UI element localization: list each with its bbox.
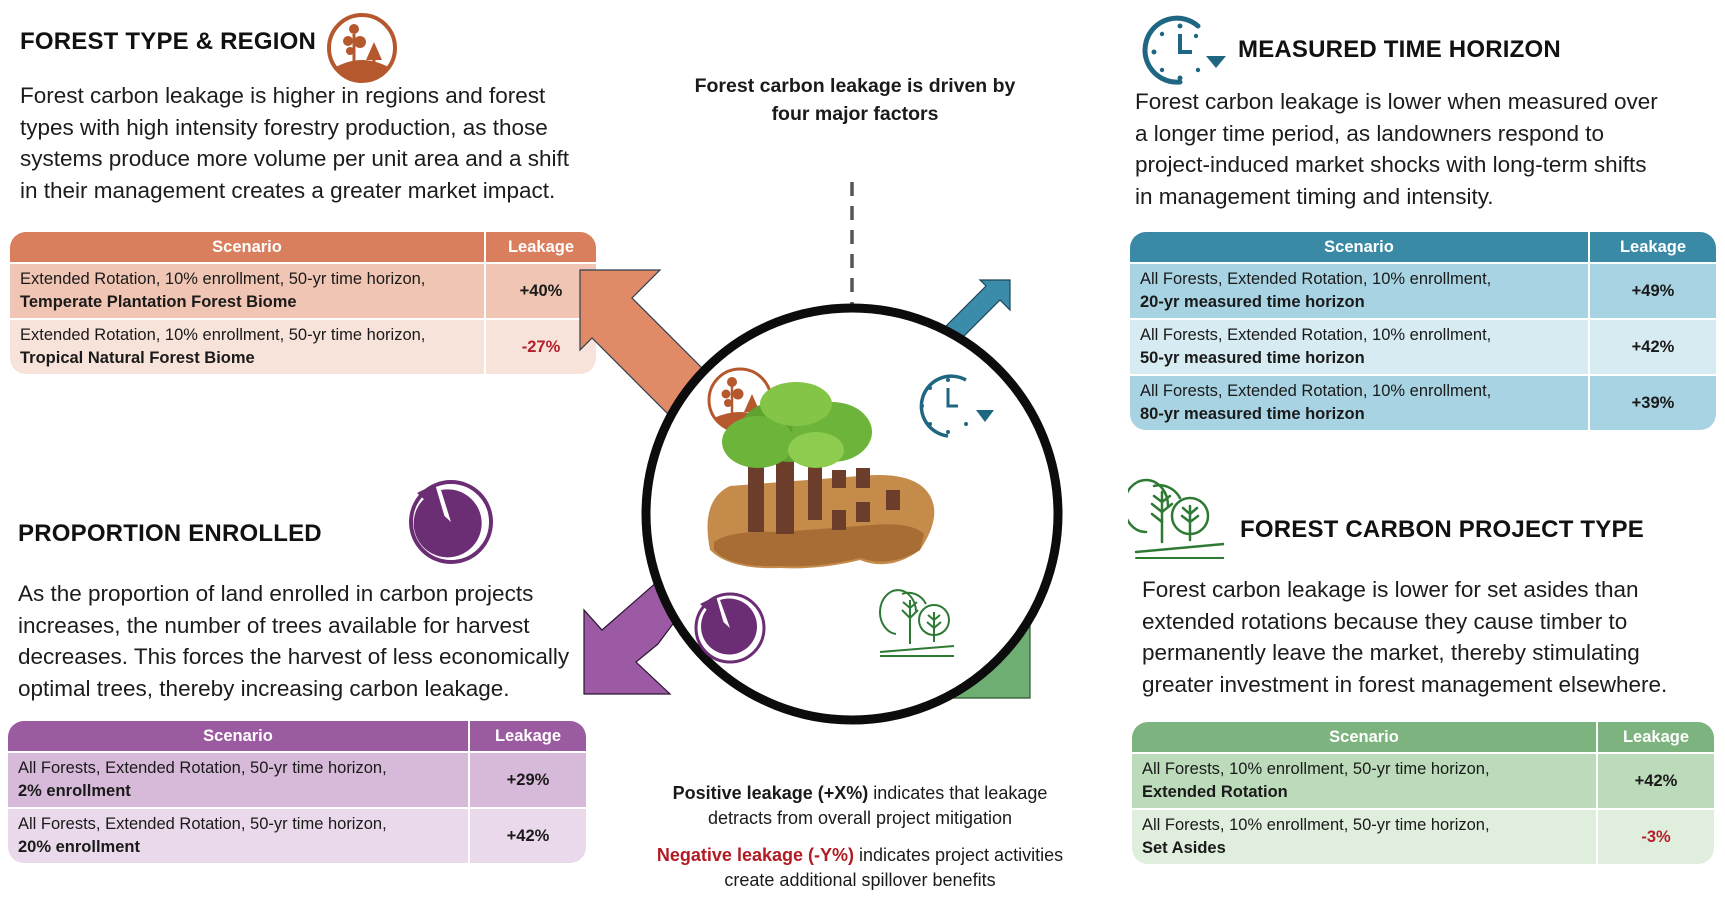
col-scenario: Scenario	[8, 721, 470, 751]
scenario-text: All Forests, 10% enrollment, 50-yr time …	[1142, 816, 1490, 834]
time-horizon-description: Forest carbon leakage is lower when meas…	[1135, 86, 1658, 212]
table-row: All Forests, Extended Rotation, 50-yr ti…	[8, 807, 586, 863]
desc-line: increases, the number of trees available…	[18, 612, 530, 638]
leakage-value: -27%	[521, 337, 561, 356]
project-type-description: Forest carbon leakage is lower for set a…	[1142, 574, 1667, 700]
trees-icon-small	[879, 589, 955, 657]
col-leakage: Leakage	[507, 238, 575, 256]
center-title-line: Forest carbon leakage is driven by	[694, 75, 1016, 97]
table-row: All Forests, Extended Rotation, 50-yr ti…	[8, 751, 586, 807]
desc-line: types with high intensity forestry produ…	[20, 114, 548, 140]
proportion-heading: PROPORTION ENROLLED	[18, 520, 322, 547]
table-row: All Forests, 10% enrollment, 50-yr time …	[1132, 808, 1714, 864]
scenario-variable: Extended Rotation	[1142, 783, 1288, 801]
scenario-variable: 20% enrollment	[18, 838, 140, 856]
col-scenario: Scenario	[1130, 232, 1590, 262]
desc-line: permanently leave the market, thereby st…	[1142, 640, 1640, 665]
table-header: Scenario Leakage	[10, 232, 596, 262]
center-diagram	[579, 182, 1063, 725]
negative-leakage-label: Negative leakage (-Y%)	[656, 845, 854, 865]
desc-line: Forest carbon leakage is lower when meas…	[1135, 89, 1658, 114]
leakage-value: +42%	[1631, 337, 1675, 356]
col-leakage: Leakage	[1619, 238, 1687, 256]
leakage-value: +42%	[1634, 771, 1678, 790]
desc-line: in management timing and intensity.	[1135, 183, 1494, 209]
project-type-table: Scenario Leakage All Forests, 10% enroll…	[1132, 722, 1714, 864]
leakage-value: +49%	[1631, 281, 1675, 300]
time-horizon-heading: MEASURED TIME HORIZON	[1238, 36, 1561, 63]
desc-line: in their management creates a greater ma…	[20, 177, 556, 203]
scenario-text: All Forests, 10% enrollment, 50-yr time …	[1142, 760, 1490, 778]
table-row: All Forests, Extended Rotation, 10% enro…	[1130, 262, 1716, 318]
scenario-variable: 80-yr measured time horizon	[1140, 405, 1365, 423]
positive-leakage-label: Positive leakage (+X%)	[672, 783, 869, 803]
col-scenario: Scenario	[1132, 722, 1598, 752]
scenario-text: All Forests, Extended Rotation, 50-yr ti…	[18, 759, 387, 777]
col-scenario: Scenario	[10, 232, 486, 262]
negative-leakage-text: indicates project activities	[853, 845, 1064, 865]
project-type-heading: FOREST CARBON PROJECT TYPE	[1240, 516, 1644, 543]
scenario-text: All Forests, Extended Rotation, 10% enro…	[1140, 326, 1492, 344]
table-row: All Forests, Extended Rotation, 10% enro…	[1130, 318, 1716, 374]
desc-line: greater investment in forest management …	[1142, 671, 1668, 697]
center-title-line: four major factors	[771, 103, 939, 125]
scenario-variable: 50-yr measured time horizon	[1140, 349, 1365, 367]
leakage-value: +39%	[1631, 393, 1675, 412]
leakage-value: +42%	[506, 826, 550, 845]
center-title: Forest carbon leakage is driven by four …	[640, 72, 1070, 128]
desc-line: Forest carbon leakage is higher in regio…	[20, 83, 546, 108]
time-horizon-table: Scenario Leakage All Forests, Extended R…	[1130, 232, 1716, 430]
pie-chart-icon-small	[694, 592, 766, 664]
pie-chart-icon	[409, 480, 493, 564]
table-row: All Forests, Extended Rotation, 10% enro…	[1130, 374, 1716, 430]
desc-line: project-induced market shocks with long-…	[1135, 152, 1647, 177]
scenario-text: Extended Rotation, 10% enrollment, 50-yr…	[20, 270, 426, 288]
scenario-text: Extended Rotation, 10% enrollment, 50-yr…	[20, 326, 426, 344]
forest-region-icon	[327, 13, 397, 83]
clock-icon	[1142, 15, 1226, 85]
table-header: Scenario Leakage	[1130, 232, 1716, 262]
forest-type-description: Forest carbon leakage is higher in regio…	[20, 80, 569, 206]
leakage-value: -3%	[1641, 827, 1671, 846]
forest-type-heading: FOREST TYPE & REGION	[20, 28, 317, 55]
forest-type-table: Scenario Leakage Extended Rotation, 10% …	[10, 232, 596, 374]
leakage-value: +40%	[519, 281, 563, 300]
positive-leakage-text-line2: detracts from overall project mitigation	[707, 808, 1013, 828]
desc-line: optimal trees, thereby increasing carbon…	[18, 675, 510, 701]
deforestation-illustration	[707, 382, 935, 569]
negative-leakage-text-line2: create additional spillover benefits	[724, 870, 996, 890]
scenario-variable: Tropical Natural Forest Biome	[20, 349, 255, 367]
scenario-variable: 20-yr measured time horizon	[1140, 293, 1365, 311]
positive-leakage-text: indicates that leakage	[868, 783, 1048, 803]
scenario-variable: 2% enrollment	[18, 782, 131, 800]
col-leakage: Leakage	[494, 727, 562, 745]
desc-line: extended rotations because they cause ti…	[1142, 608, 1628, 634]
table-header: Scenario Leakage	[8, 721, 586, 751]
desc-line: a longer time period, as landowners resp…	[1135, 120, 1605, 146]
table-row: Extended Rotation, 10% enrollment, 50-yr…	[10, 262, 596, 318]
leakage-legend: Positive leakage (+X%) indicates that le…	[610, 781, 1110, 893]
clock-icon-small	[919, 374, 994, 438]
desc-line: decreases. This forces the harvest of le…	[18, 644, 570, 669]
scenario-variable: Temperate Plantation Forest Biome	[20, 293, 297, 311]
scenario-variable: Set Asides	[1142, 839, 1226, 857]
positive-leakage-note: Positive leakage (+X%) indicates that le…	[610, 781, 1110, 806]
trees-icon	[1128, 478, 1224, 559]
table-row: Extended Rotation, 10% enrollment, 50-yr…	[10, 318, 596, 374]
scenario-text: All Forests, Extended Rotation, 50-yr ti…	[18, 815, 387, 833]
table-row: All Forests, 10% enrollment, 50-yr time …	[1132, 752, 1714, 808]
desc-line: Forest carbon leakage is lower for set a…	[1142, 577, 1639, 602]
scenario-text: All Forests, Extended Rotation, 10% enro…	[1140, 270, 1492, 288]
desc-line: As the proportion of land enrolled in ca…	[18, 581, 534, 606]
proportion-description: As the proportion of land enrolled in ca…	[18, 578, 569, 704]
desc-line: systems produce more volume per unit are…	[20, 146, 570, 171]
table-header: Scenario Leakage	[1132, 722, 1714, 752]
scenario-text: All Forests, Extended Rotation, 10% enro…	[1140, 382, 1492, 400]
proportion-table: Scenario Leakage All Forests, Extended R…	[8, 721, 586, 863]
negative-leakage-note: Negative leakage (-Y%) indicates project…	[610, 843, 1110, 868]
col-leakage: Leakage	[1622, 728, 1690, 746]
leakage-value: +29%	[506, 770, 550, 789]
